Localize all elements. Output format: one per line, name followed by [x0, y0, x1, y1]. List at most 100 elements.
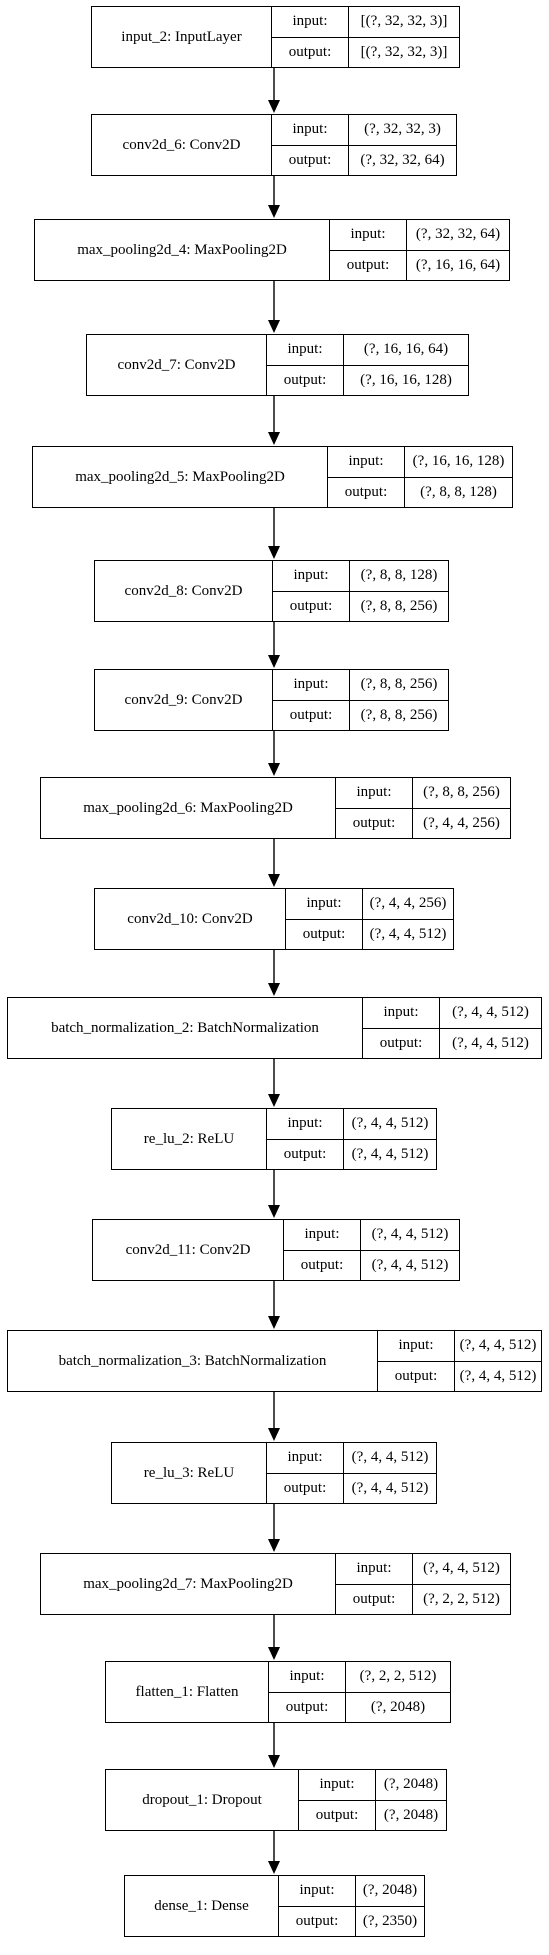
output-shape: (?, 4, 4, 512): [344, 1138, 436, 1170]
output-label: output:: [286, 918, 362, 950]
io-label-column: input:output:: [283, 1220, 360, 1280]
output-shape: [(?, 32, 32, 3)]: [349, 36, 459, 68]
layer-name: dropout_1: Dropout: [142, 1791, 262, 1808]
edge-arrowhead: [268, 1428, 280, 1441]
layer-name: max_pooling2d_7: MaxPooling2D: [83, 1575, 293, 1592]
io-shape-column: (?, 4, 4, 512) (?, 4, 4, 512): [454, 1331, 541, 1391]
input-label: input:: [293, 567, 329, 584]
io-label-column: input: output:: [285, 889, 362, 949]
edge-arrowhead: [268, 874, 280, 887]
layer-name: conv2d_11: Conv2D: [125, 1241, 251, 1258]
edge-arrowhead: [268, 1316, 280, 1329]
io-shape-column: (?, 16, 16, 128) (?, 8, 8, 128): [404, 447, 512, 507]
io-label-column: input:output:: [272, 670, 349, 730]
io-label-column: input:output:: [335, 1554, 412, 1614]
output-shape: (?, 16, 16, 128): [344, 364, 468, 396]
input-shape: (?, 2048): [383, 1776, 439, 1793]
input-label: input:: [356, 1560, 392, 1577]
output-shape: (?, 8, 8, 128): [405, 476, 512, 508]
input-shape: (?, 32, 32, 64): [415, 226, 501, 243]
io-label-column: input:output:: [278, 1876, 355, 1936]
output-label: output:: [299, 1799, 375, 1831]
input-label: input:: [299, 1882, 335, 1899]
io-label-column: input:output:: [268, 1662, 345, 1722]
input-shape: (?, 8, 8, 128): [360, 567, 438, 584]
input-shape: (?, 8, 8, 256): [360, 676, 438, 693]
io-label-column: input:output:: [266, 335, 343, 395]
layer-node: conv2d_11: Conv2D input:output: (?, 4, 4, …: [92, 1219, 460, 1281]
layer-name: conv2d_10: Conv2D: [127, 910, 253, 927]
input-label: input:: [356, 784, 392, 801]
io-shape-column: (?, 16, 16, 64) (?, 16, 16, 128): [343, 335, 468, 395]
input-shape: (?, 4, 4, 512): [371, 1226, 449, 1243]
edge-arrowhead: [268, 655, 280, 668]
output-shape: (?, 2048): [346, 1691, 450, 1723]
output-shape: (?, 4, 4, 512): [455, 1360, 541, 1392]
io-label-column: input: output:: [272, 561, 349, 621]
output-label: output:: [273, 590, 349, 622]
input-shape: (?, 8, 8, 256): [423, 784, 500, 801]
io-label-column: input: output:: [327, 447, 404, 507]
input-label: input:: [383, 1004, 419, 1021]
input-label: input:: [319, 1776, 355, 1793]
io-shape-column: (?, 4, 4, 512)(?, 4, 4, 512): [343, 1109, 436, 1169]
input-shape: (?, 16, 16, 128): [412, 453, 505, 470]
layer-name: batch_normalization_3: BatchNormalizatio…: [58, 1352, 327, 1369]
io-shape-column: (?, 32, 32, 3)(?, 32, 32, 64): [348, 115, 456, 175]
io-shape-column: (?, 32, 32, 64) (?, 16, 16, 64): [406, 220, 509, 280]
io-shape-column: (?, 4, 4, 256)(?, 4, 4, 512): [362, 889, 453, 949]
output-shape: (?, 4, 4, 512): [344, 1472, 436, 1504]
edge-arrowhead: [268, 1647, 280, 1660]
output-label: output:: [269, 1691, 345, 1723]
input-shape: (?, 4, 4, 512): [459, 1337, 537, 1354]
edge-arrowhead: [268, 763, 280, 776]
input-label: input:: [348, 453, 384, 470]
layer-node: conv2d_6: Conv2D input: output:(?, 32, 32,…: [91, 114, 457, 176]
output-shape: (?, 16, 16, 64): [407, 249, 509, 281]
input-label: input:: [292, 13, 328, 30]
layer-name: max_pooling2d_5: MaxPooling2D: [75, 468, 285, 485]
input-label: input:: [292, 121, 328, 138]
output-shape: (?, 4, 4, 256): [413, 807, 510, 839]
layer-name: conv2d_6: Conv2D: [122, 136, 241, 153]
output-label: output:: [272, 144, 348, 176]
layer-node: batch_normalization_2: BatchNormalizatio…: [7, 997, 542, 1059]
output-label: output:: [328, 476, 404, 508]
io-label-column: input:output:: [266, 1443, 343, 1503]
layer-name: batch_normalization_2: BatchNormalizatio…: [51, 1019, 319, 1036]
edge-arrowhead: [268, 205, 280, 218]
input-label: input:: [398, 1337, 434, 1354]
output-shape: (?, 4, 4, 512): [363, 918, 453, 950]
io-shape-column: (?, 8, 8, 256) (?, 4, 4, 256): [412, 778, 510, 838]
output-shape: (?, 32, 32, 64): [349, 144, 456, 176]
io-label-column: input: output:: [298, 1770, 375, 1830]
io-label-column: input:output:: [335, 778, 412, 838]
io-label-column: input:output:: [362, 998, 439, 1058]
edge-arrowhead: [268, 546, 280, 559]
io-label-column: input:output:: [271, 7, 348, 67]
edge-arrowhead: [268, 100, 280, 113]
edge-arrowhead: [268, 1094, 280, 1107]
input-label: input:: [306, 895, 342, 912]
input-shape: (?, 16, 16, 64): [363, 341, 449, 358]
output-label: output:: [284, 1249, 360, 1281]
output-shape: (?, 2048): [376, 1799, 446, 1831]
edge-arrowhead: [268, 1861, 280, 1874]
io-shape-column: (?, 4, 4, 512)(?, 4, 4, 512): [439, 998, 541, 1058]
io-shape-column: (?, 4, 4, 512)(?, 2, 2, 512): [412, 1554, 510, 1614]
output-label: output:: [267, 1472, 343, 1504]
io-label-column: input: output:: [271, 115, 348, 175]
layer-node: conv2d_10: Conv2D input: output:(?, 4, 4, …: [94, 888, 454, 950]
